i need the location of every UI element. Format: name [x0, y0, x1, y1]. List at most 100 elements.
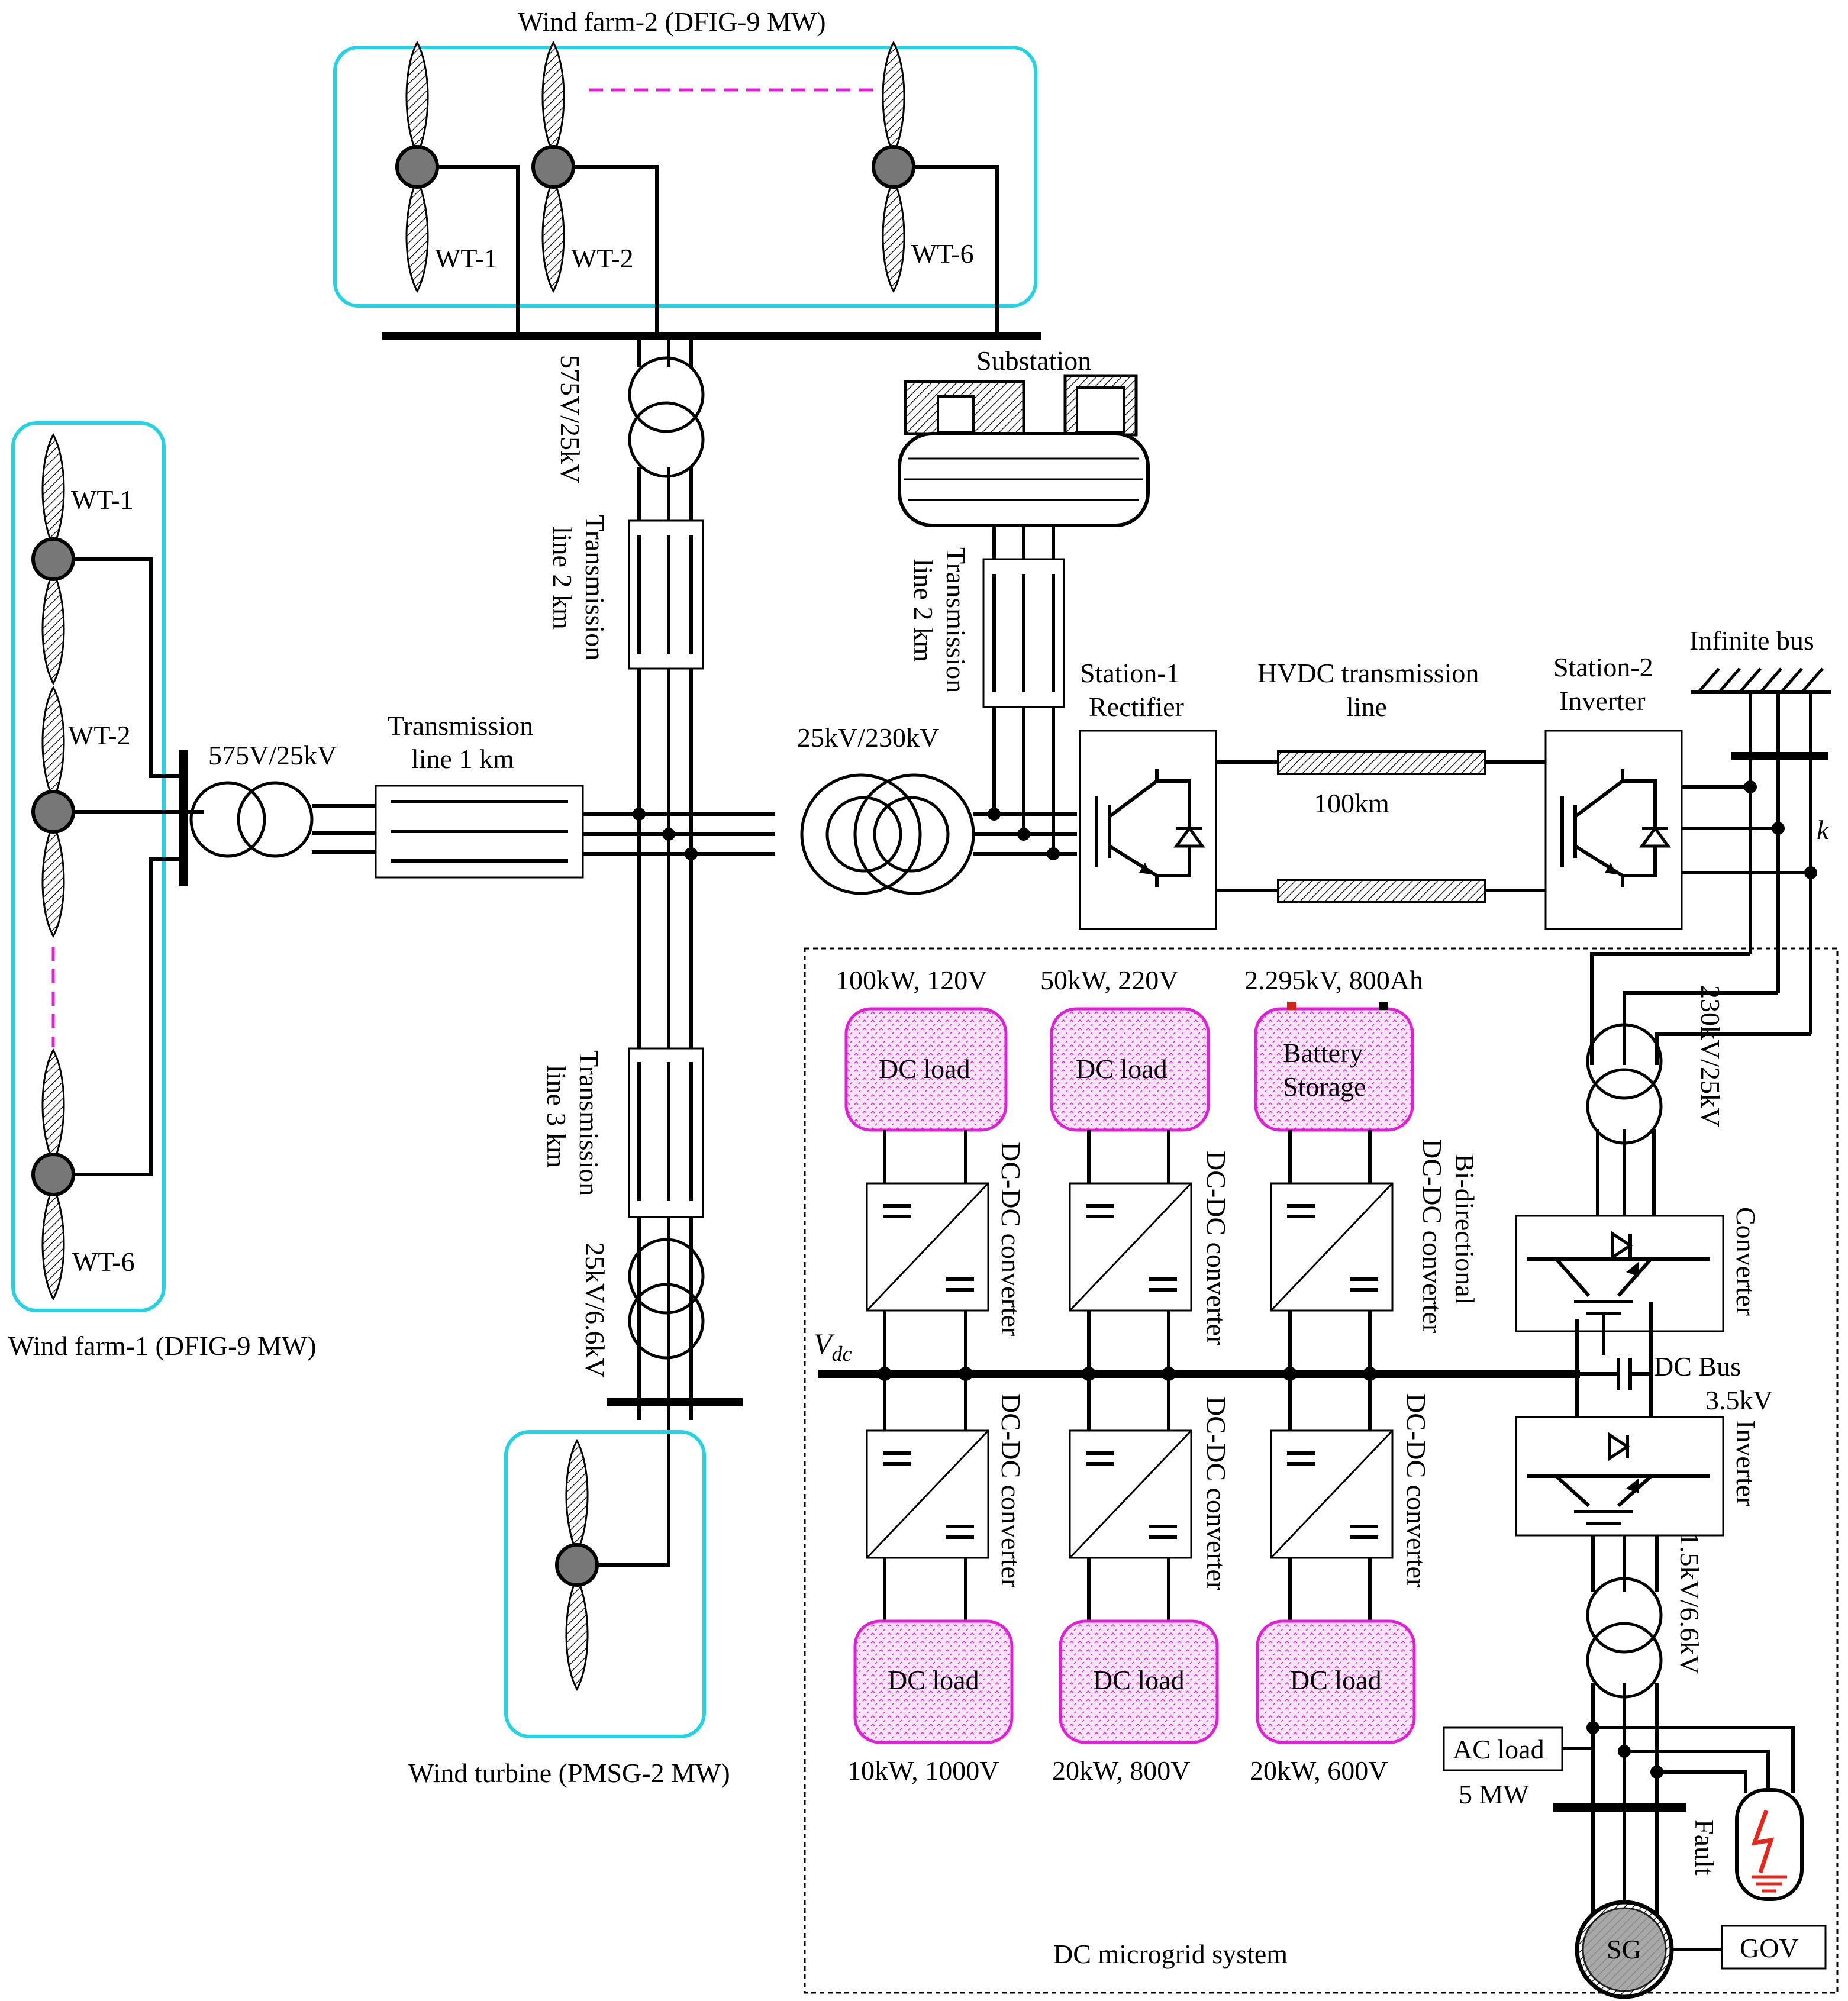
pmsg-frame	[504, 1430, 706, 1738]
fault-lightning-icon	[1751, 1809, 1775, 1874]
pmsg-turbine-group: Wind turbine (PMSG-2 MW)	[408, 1430, 730, 1788]
bottom-dc-load-3-label: DC load	[1290, 1665, 1382, 1695]
bottom-converter-2	[1069, 1429, 1192, 1559]
bottom-dc-load-1	[853, 1619, 1014, 1744]
wf1-transformer-label: 575V/25kV	[208, 740, 337, 770]
ac-load-rating: 5 MW	[1459, 1779, 1529, 1809]
wind-farm-1-title: Wind farm-1 (DFIG-9 MW)	[8, 1331, 317, 1361]
microgrid-title: DC microgrid system	[1053, 1939, 1288, 1969]
bottom-converter-3	[1270, 1429, 1394, 1559]
top-rating-3: 2.295kV, 800Ah	[1244, 965, 1423, 995]
fault-label: Fault	[1689, 1819, 1720, 1876]
tl-wf2-label-2: line 2 km	[547, 527, 578, 630]
bottom-converter-1-label: DC-DC converter	[996, 1393, 1026, 1587]
wf2-wt2-label: WT-2	[571, 243, 634, 273]
substation-label: Substation	[976, 346, 1091, 376]
substation: Substation Transmission line 2 km	[898, 346, 1150, 854]
bottom-dc-load-2-label: DC load	[1093, 1665, 1185, 1695]
wf1-wt2-label: WT-2	[68, 720, 131, 750]
converter-label: Converter	[1731, 1207, 1761, 1316]
tl-sub-label-1: Transmission	[941, 547, 971, 693]
microgrid-frame	[804, 947, 1839, 1994]
wf1-feeder: 575V/25kV Transmission line 1 km	[183, 711, 775, 879]
main-transformer: 25kV/230kV	[797, 722, 975, 895]
tl-pmsg-label-1: Transmission	[574, 1050, 604, 1196]
wf2-wt1-label: WT-1	[435, 243, 498, 273]
pmsg-transformer-label: 25kV/6.6kV	[580, 1242, 610, 1378]
rectifier-label-1: Station-1	[1080, 658, 1180, 688]
junction-b	[662, 828, 675, 841]
hvdc-line-negative	[1277, 879, 1486, 903]
main-transformer-symbol	[827, 798, 948, 871]
wf2-wt1-turbine-icon	[397, 43, 437, 291]
dc-microgrid: DC microgrid system Vdc 100kW, 120V 50kW…	[804, 947, 1839, 1994]
bottom-rating-2: 20kW, 800V	[1052, 1755, 1190, 1786]
sg-converter	[1515, 1215, 1724, 1355]
pmsg-turbine-icon	[557, 1441, 597, 1689]
sg-transformer	[1588, 1579, 1661, 1697]
wf2-wt2-turbine-icon	[533, 43, 573, 291]
ac-load-box	[1443, 1726, 1563, 1771]
hvdc-line-positive	[1277, 750, 1486, 775]
battery-label-2: Storage	[1283, 1071, 1366, 1102]
bottom-dc-load-3	[1256, 1619, 1416, 1744]
tl-wf1-label-1: Transmission	[388, 711, 533, 741]
bidirectional-converter	[1270, 1182, 1394, 1312]
bottom-converter-3-label: DC-DC converter	[1401, 1393, 1431, 1587]
sg-side: 230kV/25kV Converter DC Bus 3.5kV	[1443, 952, 1827, 1999]
tl-pmsg-label-2: line 3 km	[541, 1065, 572, 1168]
battery-storage	[1254, 1007, 1414, 1132]
bidir-label-1: Bi-directional	[1450, 1154, 1480, 1305]
sg-inverter	[1515, 1416, 1724, 1537]
top-dc-load-1-label: DC load	[879, 1054, 970, 1084]
pmsg-feeder: Transmission line 3 km 25kV/6.6kV	[541, 1047, 743, 1567]
wf1-wt6-turbine-icon	[33, 1050, 73, 1299]
tl-wf2-label-1: Transmission	[580, 515, 610, 660]
junction-c	[685, 847, 698, 860]
dc-bus-label-1: DC Bus	[1654, 1351, 1741, 1382]
wf2-transformer	[630, 358, 703, 476]
top-converter-1	[866, 1182, 989, 1312]
infinite-bus: Infinite bus k	[1682, 625, 1831, 1034]
hvdc-inverter: Station-2 Inverter	[1544, 652, 1683, 930]
tl-wf1-label-2: line 1 km	[411, 744, 514, 774]
pmsg-title: Wind turbine (PMSG-2 MW)	[408, 1758, 730, 1788]
inverter-label-2: Inverter	[1559, 686, 1646, 716]
wf1-transformer	[191, 783, 312, 856]
tl-sub-label-2: line 2 km	[908, 559, 938, 662]
bottom-converter-1	[866, 1429, 989, 1559]
wf1-wt2-turbine-icon	[33, 688, 73, 936]
wf1-wt6-label: WT-6	[72, 1247, 135, 1277]
dc-bus-label-2: 3.5kV	[1705, 1385, 1773, 1415]
wf2-transformer-label: 575V/25kV	[555, 355, 585, 483]
hvdc-length: 100km	[1314, 788, 1389, 818]
grid-transformer-label: 230kV/25kV	[1695, 985, 1726, 1127]
wf2-feeder: 575V/25kV Transmission line 2 km	[547, 336, 703, 1420]
top-dc-load-2	[1050, 1007, 1210, 1132]
bidir-label-2: DC-DC converter	[1417, 1139, 1447, 1333]
bottom-rating-3: 20kW, 600V	[1250, 1755, 1388, 1786]
main-transformer-label: 25kV/230kV	[797, 722, 939, 753]
top-converter-2-label: DC-DC converter	[1201, 1151, 1231, 1345]
ac-load-label: AC load	[1453, 1734, 1544, 1764]
top-rating-2: 50kW, 220V	[1040, 965, 1178, 995]
infinite-bus-label: Infinite bus	[1689, 625, 1814, 656]
hvdc-rectifier: Station-1 Rectifier	[1079, 658, 1217, 930]
bus-k-label: k	[1817, 815, 1830, 845]
hvdc-line-label-1: HVDC transmission	[1257, 658, 1479, 688]
top-dc-load-2-label: DC load	[1076, 1054, 1168, 1084]
top-rating-1: 100kW, 120V	[836, 965, 987, 995]
wind-farm-2: Wind farm-2 (DFIG-9 MW) WT-1 WT-2 WT-6	[333, 7, 1041, 340]
wf1-wt1-turbine-icon	[33, 435, 73, 683]
wf1-wt1-label: WT-1	[71, 485, 134, 515]
wind-farm-1-frame	[11, 421, 166, 1312]
bottom-converter-2-label: DC-DC converter	[1201, 1396, 1231, 1590]
vdc-label: Vdc	[814, 1327, 852, 1366]
bottom-rating-1: 10kW, 1000V	[847, 1755, 999, 1786]
inverter-label-1: Station-2	[1553, 652, 1653, 682]
inverter-sg-label: Inverter	[1731, 1420, 1761, 1506]
wind-farm-1: Wind farm-1 (DFIG-9 MW) WT-1 WT-2 WT-6	[8, 421, 317, 1361]
battery-label-1: Battery	[1283, 1038, 1363, 1068]
wind-farm-2-frame	[333, 46, 1037, 308]
